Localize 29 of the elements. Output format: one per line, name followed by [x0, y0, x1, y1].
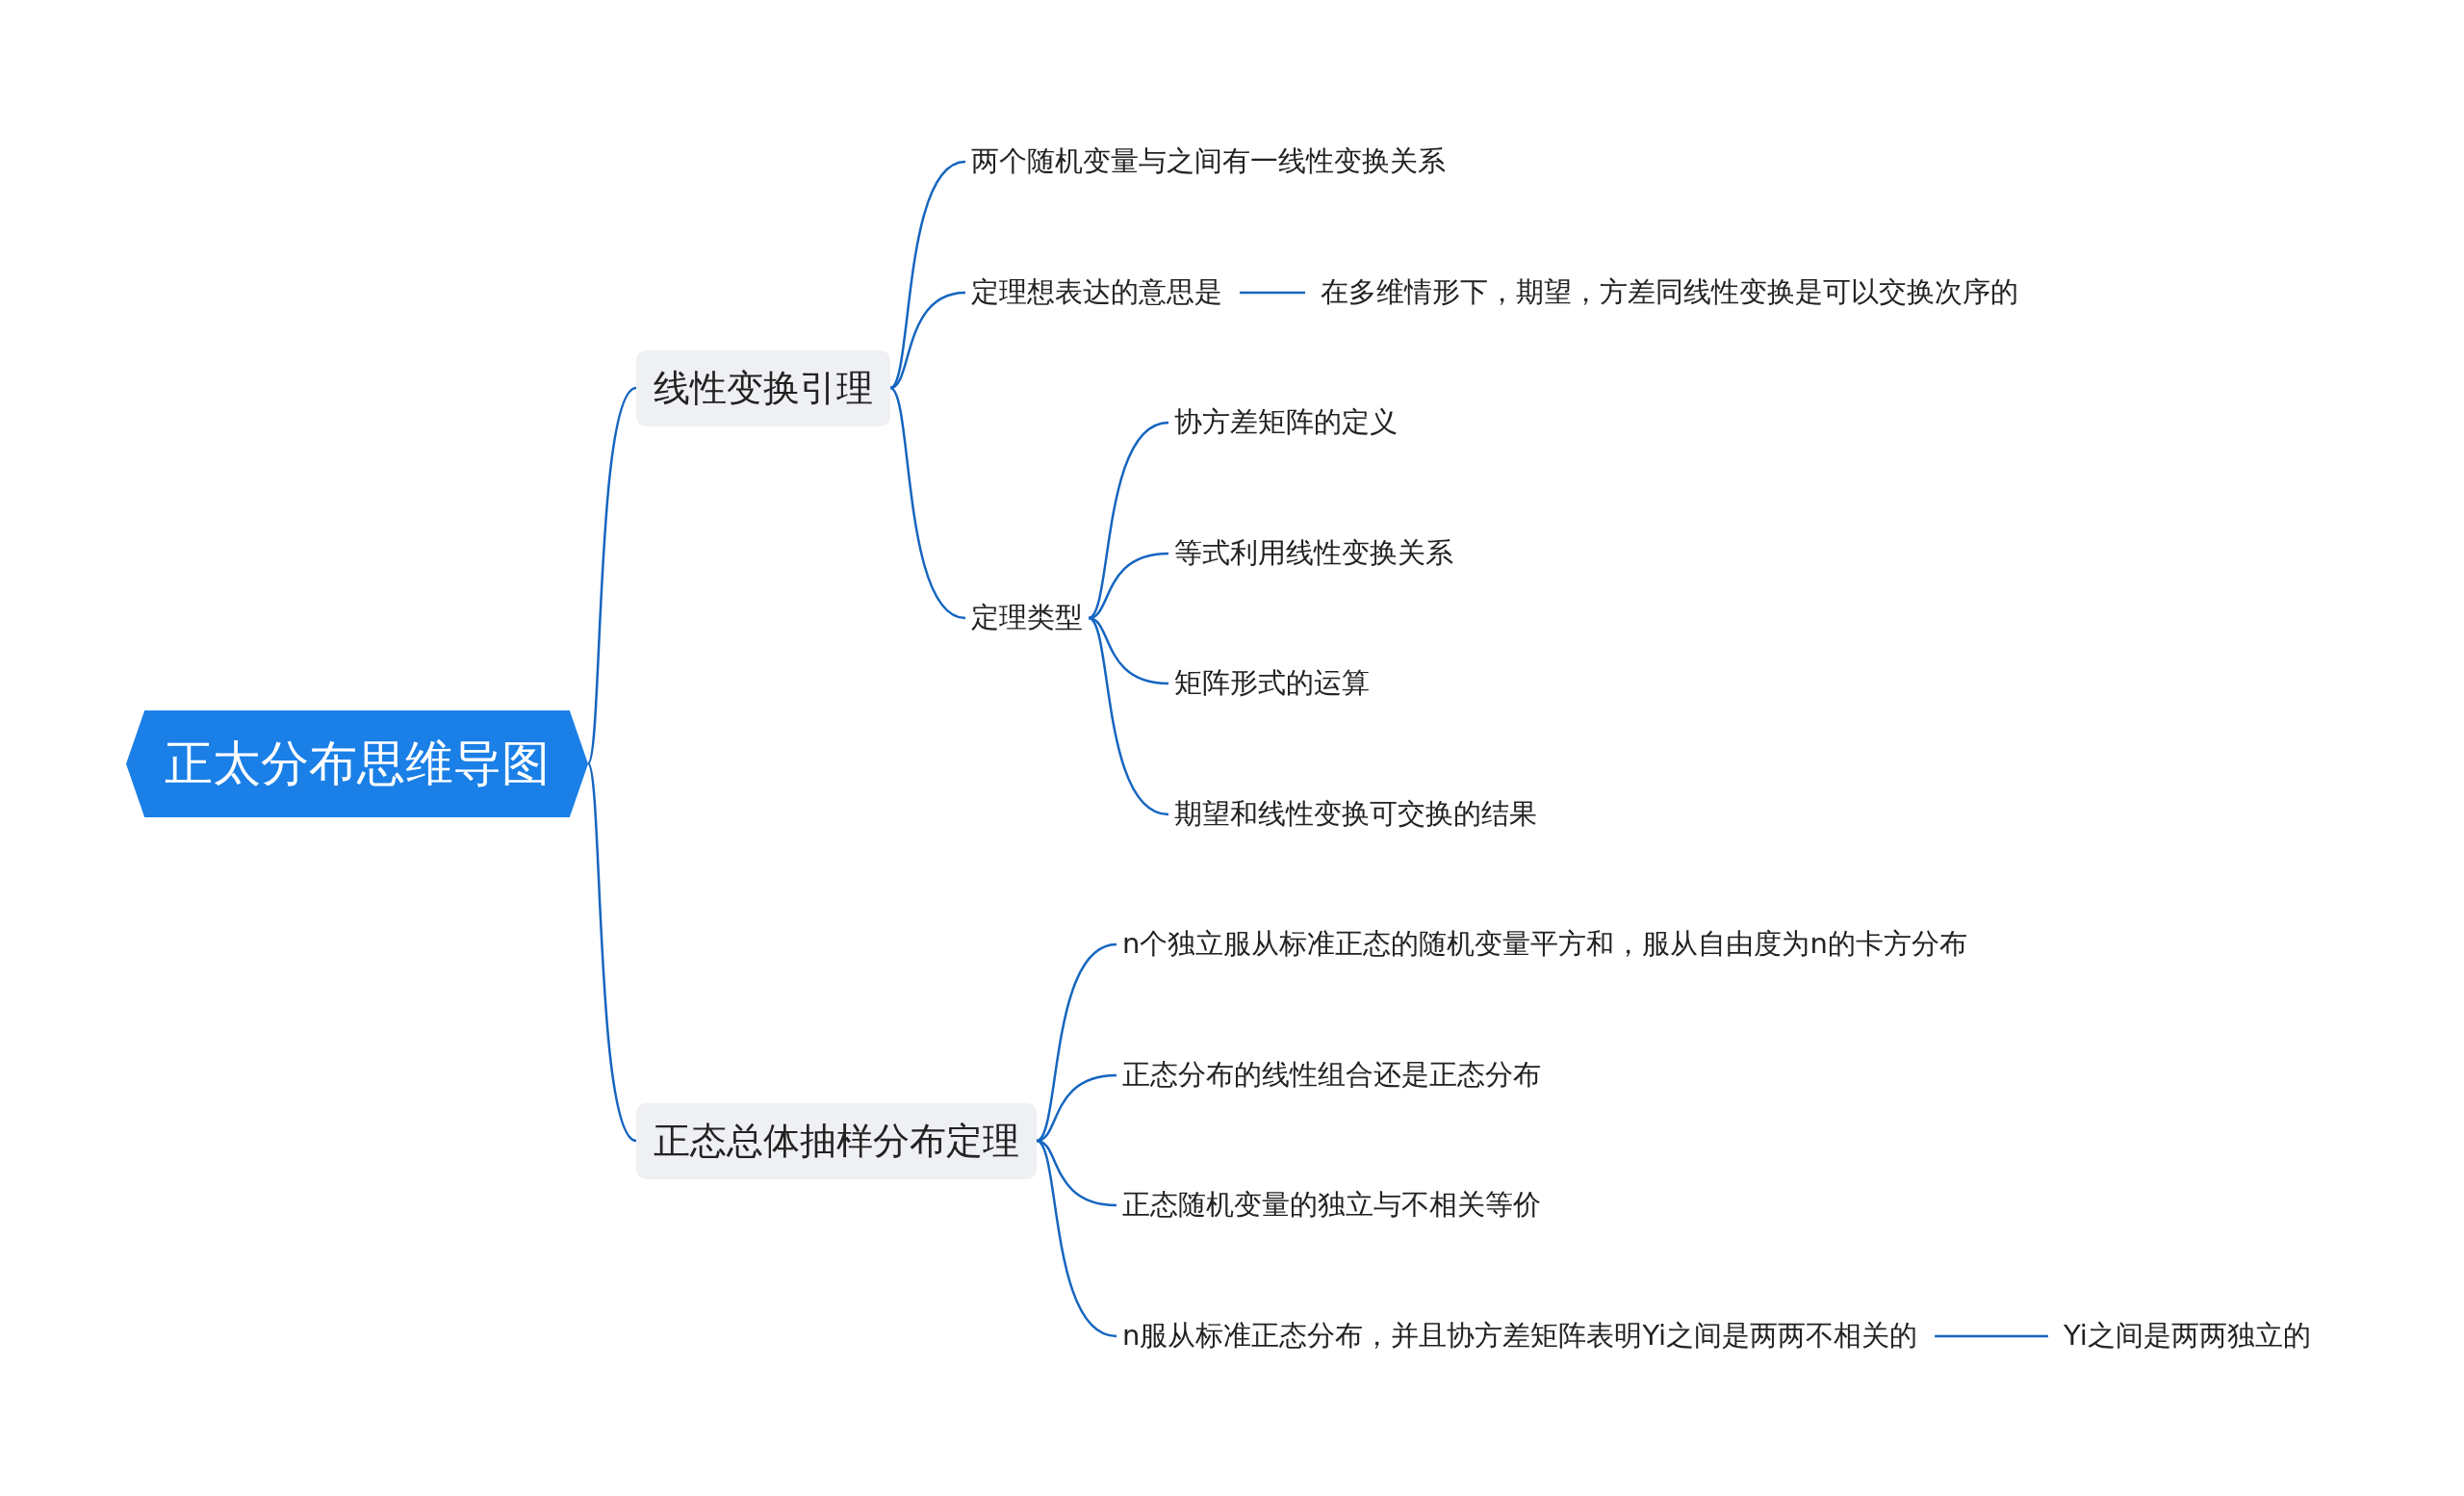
topic-box: 线性变换引理: [636, 349, 890, 426]
connector-line: [1935, 1334, 2048, 1338]
connector-line: [586, 762, 637, 1142]
subtopic-text: 协方差矩阵的定义: [1168, 400, 1403, 446]
connector-line: [1036, 942, 1117, 1142]
subtopic-text: 正态分布的线性组合还是正态分布: [1116, 1052, 1547, 1098]
subtopic-text: 定理想表达的意思是: [965, 270, 1228, 316]
subtopic-text: n服从标准正态分布，并且协方差矩阵表明Yi之间是两两不相关的: [1116, 1313, 1924, 1359]
subtopic-text: 正态随机变量的独立与不相关等价: [1116, 1182, 1547, 1228]
subtopic-text: Yi之间是两两独立的: [2058, 1313, 2317, 1359]
connector-line: [1088, 617, 1169, 816]
connector-line: [1036, 1140, 1117, 1338]
topic-box: 正态总体抽样分布定理: [636, 1102, 1037, 1179]
subtopic-text: 在多维情形下，期望，方差同线性变换是可以交换次序的: [1315, 270, 2024, 316]
connector-line: [1088, 552, 1169, 620]
subtopic-text: 矩阵形式的运算: [1168, 660, 1375, 707]
subtopic-text: 定理类型: [965, 595, 1089, 641]
subtopic-text: n个独立服从标准正态的随机变量平方和，服从自由度为n的卡方分布: [1116, 921, 1973, 967]
connector-line: [889, 291, 966, 390]
connector-line: [1088, 421, 1169, 619]
subtopic-text: 等式利用线性变换关系: [1168, 530, 1459, 577]
connector-line: [1240, 291, 1305, 295]
subtopic-text: 两个随机变量与之间有一线性变换关系: [965, 139, 1451, 185]
connector-line: [889, 160, 966, 389]
connector-line: [889, 387, 966, 620]
connector-line: [1036, 1073, 1117, 1143]
connector-line: [586, 387, 637, 764]
root-topic-hexagon: 正太分布思维导图: [126, 709, 588, 817]
subtopic-text: 期望和线性变换可交换的结果: [1168, 791, 1543, 838]
